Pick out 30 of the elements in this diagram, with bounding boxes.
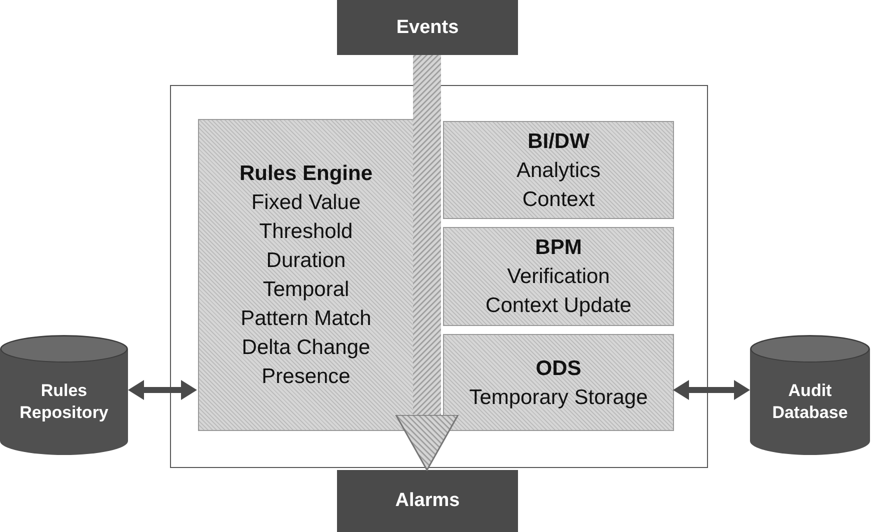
flow-arrow [395,55,459,471]
panel-heading: BPM [535,235,582,261]
event-box [337,0,518,55]
feature-text: Context [522,186,595,212]
node-label: Audit Database [771,380,849,424]
feature-text: Temporary Storage [469,384,648,410]
feature-text: Presence [262,364,350,390]
feature-text: Fixed Value [251,190,361,216]
node-label: Rules Repository [18,380,110,424]
panel-heading: Rules Engine [239,161,373,187]
panel-heading: ODS [536,356,582,382]
feature-text: Analytics [516,158,601,184]
rules-engine-panel [198,119,414,431]
feature-text: Pattern Match [240,306,372,332]
module-panel [443,334,674,431]
double-arrow [128,380,197,400]
node-label: Alarms [395,490,460,512]
feature-text: Duration [266,248,346,274]
feature-text: Context Update [486,293,632,319]
feature-text: Delta Change [242,335,370,361]
module-panel [443,121,674,219]
feature-text: Verification [507,264,610,290]
feature-text: Threshold [259,219,353,245]
node-label: Events [396,16,459,38]
feature-text: Temporal [262,277,350,303]
panel-heading: BI/DW [528,128,590,154]
module-panel [443,227,674,326]
alarm-box [337,470,518,532]
system-frame [170,85,708,468]
double-arrow [673,380,750,400]
